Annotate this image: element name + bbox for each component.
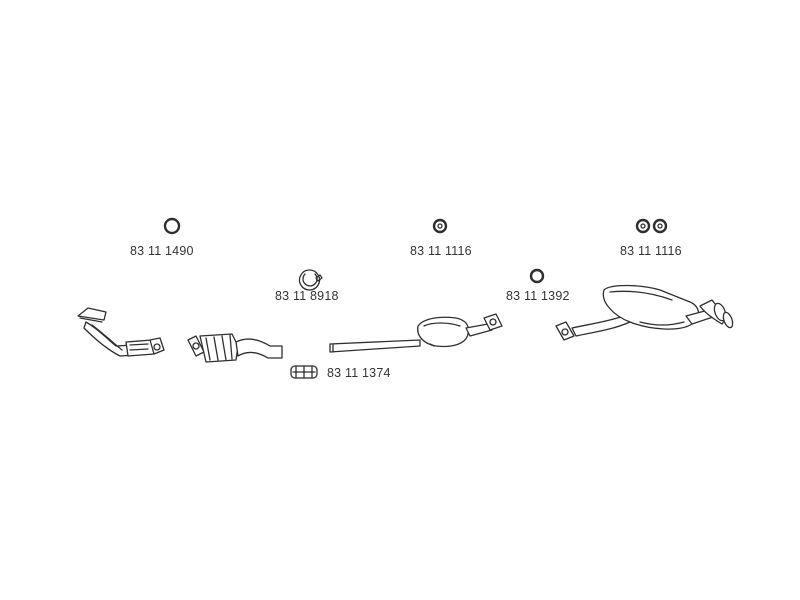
front-pipe[interactable] [77, 307, 165, 357]
label-clamp-top: 83 11 8918 [275, 289, 339, 303]
ring-right-pair[interactable] [635, 218, 668, 234]
clamp-top[interactable] [298, 269, 323, 291]
label-ring-center: 83 11 1116 [410, 244, 472, 258]
ring-center[interactable] [432, 218, 448, 234]
rear-muffler[interactable] [555, 284, 734, 341]
clamp-bottom[interactable] [290, 365, 318, 379]
catalytic-converter[interactable] [187, 333, 283, 363]
center-muffler[interactable] [329, 313, 503, 353]
ring-gasket-left[interactable] [163, 217, 181, 235]
label-ring-right-pair: 83 11 1116 [620, 244, 682, 258]
label-ring-gasket-left: 83 11 1490 [130, 244, 194, 258]
ring-mid-right[interactable] [529, 268, 545, 284]
label-clamp-bottom: 83 11 1374 [327, 366, 391, 380]
label-ring-mid-right: 83 11 1392 [506, 289, 570, 303]
